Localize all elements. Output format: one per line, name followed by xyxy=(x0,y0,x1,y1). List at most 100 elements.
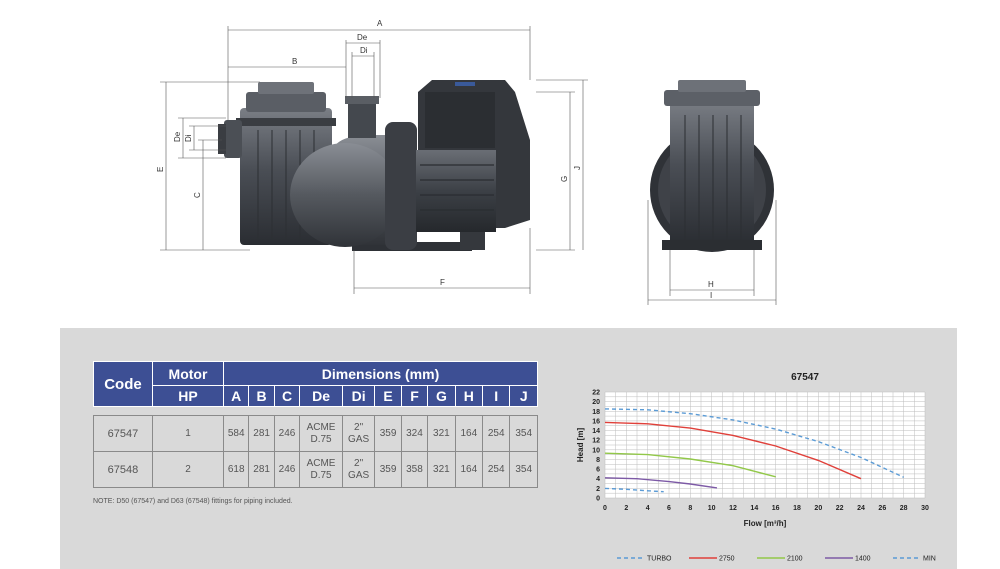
y-axis-ticks: 0 2 4 6 8 10 12 14 16 18 20 22 xyxy=(592,390,600,503)
table-row: 67547 1 584 281 246 ACME D.75 2" GAS 359… xyxy=(93,415,538,452)
dim-label-f: F xyxy=(440,278,445,287)
y-tick-label: 22 xyxy=(592,390,600,397)
cell-g: 321 xyxy=(427,451,456,488)
cell-c: 246 xyxy=(273,451,301,488)
x-tick-label: 8 xyxy=(688,505,692,512)
dim-label-di-side: Di xyxy=(184,134,193,142)
y-tick-label: 0 xyxy=(596,496,600,503)
header-col-a: A xyxy=(223,385,250,407)
legend-label: 2750 xyxy=(719,556,735,563)
header-col-j: J xyxy=(509,385,538,407)
cell-di: 2" GAS xyxy=(341,415,376,452)
x-tick-label: 20 xyxy=(814,505,822,512)
cell-de: ACME D.75 xyxy=(299,415,343,452)
x-tick-label: 14 xyxy=(750,505,758,512)
y-tick-label: 18 xyxy=(592,409,600,416)
cell-j: 354 xyxy=(509,451,538,488)
header-col-di: Di xyxy=(341,385,376,407)
y-tick-label: 6 xyxy=(596,467,600,474)
cell-i: 254 xyxy=(482,451,511,488)
header-dimensions: Dimensions (mm) xyxy=(223,361,538,386)
series-line-2750 xyxy=(604,421,862,480)
x-axis-title: Flow [m³/h] xyxy=(744,519,787,528)
y-tick-label: 14 xyxy=(592,428,600,435)
y-tick-label: 20 xyxy=(592,399,600,406)
chart-title: 67547 xyxy=(791,372,819,383)
cell-b: 281 xyxy=(248,451,275,488)
side-view-dimension-labels: A B De Di De Di E C F G J xyxy=(156,19,582,287)
y-tick-label: 8 xyxy=(596,457,600,464)
x-tick-label: 16 xyxy=(772,505,780,512)
x-tick-label: 2 xyxy=(624,505,628,512)
dim-label-i: I xyxy=(710,291,712,300)
cell-f: 324 xyxy=(400,415,429,452)
x-tick-label: 28 xyxy=(900,505,908,512)
header-col-f: F xyxy=(400,385,429,407)
dim-label-c: C xyxy=(193,192,202,198)
cell-de: ACME D.75 xyxy=(299,451,343,488)
cell-i: 254 xyxy=(482,415,511,452)
header-code: Code xyxy=(93,361,153,407)
front-view-dimension-labels: H I xyxy=(708,280,714,300)
y-tick-label: 10 xyxy=(592,447,600,454)
cell-g: 321 xyxy=(427,415,456,452)
dim-label-di-top: Di xyxy=(360,46,368,55)
table-note: NOTE: D50 (67547) and D63 (67548) fittin… xyxy=(93,498,293,505)
dim-label-de-top: De xyxy=(357,33,368,42)
x-tick-label: 18 xyxy=(793,505,801,512)
series-line-2100 xyxy=(604,452,776,478)
dim-label-b: B xyxy=(292,57,297,66)
dim-label-e: E xyxy=(156,167,165,172)
pump-technical-drawing: A B De Di De Di E C F G J H I xyxy=(156,19,777,305)
chart-grid xyxy=(604,391,926,499)
cell-c: 246 xyxy=(273,415,301,452)
header-col-e: E xyxy=(374,385,402,407)
pump-side-view xyxy=(218,80,530,251)
x-tick-label: 10 xyxy=(708,505,716,512)
x-tick-label: 6 xyxy=(667,505,671,512)
cell-b: 281 xyxy=(248,415,275,452)
cell-di: 2" GAS xyxy=(341,451,376,488)
x-tick-label: 0 xyxy=(603,505,607,512)
cell-e: 359 xyxy=(374,415,402,452)
row-hp: 2 xyxy=(151,451,225,488)
x-tick-label: 26 xyxy=(878,505,886,512)
header-motor: Motor xyxy=(151,361,225,386)
header-col-c: C xyxy=(273,385,301,407)
specifications-panel: Code Motor Dimensions (mm) HP A B C De D… xyxy=(60,328,957,569)
y-tick-label: 4 xyxy=(596,476,600,483)
dim-label-g: G xyxy=(560,176,569,182)
y-axis-title: Head [m] xyxy=(576,428,585,463)
row-hp: 1 xyxy=(151,415,225,452)
legend-label: 2100 xyxy=(787,556,803,563)
dim-label-h: H xyxy=(708,280,714,289)
x-tick-label: 12 xyxy=(729,505,737,512)
dim-label-a: A xyxy=(377,19,383,28)
cell-a: 584 xyxy=(223,415,250,452)
dim-label-j: J xyxy=(573,166,582,170)
x-tick-label: 22 xyxy=(836,505,844,512)
cell-a: 618 xyxy=(223,451,250,488)
row-code: 67548 xyxy=(93,451,153,488)
header-col-i: I xyxy=(482,385,511,407)
y-tick-label: 12 xyxy=(592,438,600,445)
cell-j: 354 xyxy=(509,415,538,452)
cell-e: 359 xyxy=(374,451,402,488)
x-tick-label: 24 xyxy=(857,505,865,512)
header-hp: HP xyxy=(151,385,225,407)
y-tick-label: 16 xyxy=(592,418,600,425)
header-col-h: H xyxy=(454,385,484,407)
legend-label: 1400 xyxy=(855,556,871,563)
side-view-dimensions xyxy=(160,26,588,294)
y-tick-label: 2 xyxy=(596,486,600,493)
front-view-dimensions xyxy=(647,200,777,305)
cell-h: 164 xyxy=(454,415,484,452)
dim-label-de-side: De xyxy=(173,131,182,142)
x-tick-label: 4 xyxy=(646,505,650,512)
pump-front-view xyxy=(650,80,774,252)
x-tick-label: 30 xyxy=(921,505,929,512)
chart-series xyxy=(604,408,904,493)
